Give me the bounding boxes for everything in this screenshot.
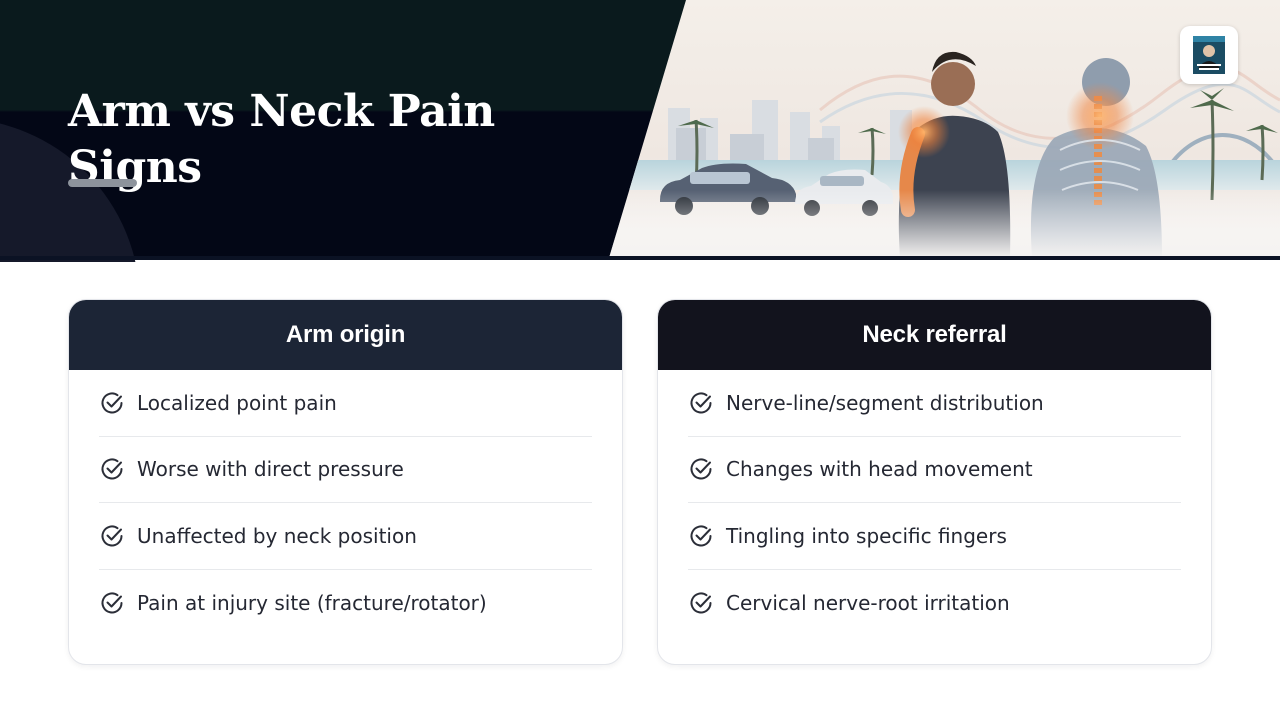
list-item: Nerve-line/segment distribution	[688, 370, 1181, 437]
item-text: Pain at injury site (fracture/rotator)	[137, 590, 487, 615]
item-text: Nerve-line/segment distribution	[726, 390, 1044, 415]
item-text: Tingling into specific fingers	[726, 523, 1007, 548]
check-circle-icon	[101, 525, 123, 547]
hero-illustration	[609, 0, 1280, 258]
list-item: Changes with head movement	[688, 437, 1181, 503]
check-circle-icon	[690, 458, 712, 480]
item-text: Cervical nerve-root irritation	[726, 590, 1010, 615]
neck-referral-list: Nerve-line/segment distribution Changes …	[658, 370, 1211, 636]
list-item: Localized point pain	[99, 370, 592, 437]
list-item: Tingling into specific fingers	[688, 503, 1181, 570]
check-circle-icon	[101, 592, 123, 614]
check-circle-icon	[690, 392, 712, 414]
check-circle-icon	[101, 392, 123, 414]
collision-and-pain-illustration	[609, 0, 1280, 258]
header-banner: Arm vs Neck Pain Signs	[0, 0, 1280, 262]
arm-origin-list: Localized point pain Worse with direct p…	[69, 370, 622, 636]
list-item: Cervical nerve-root irritation	[688, 570, 1181, 637]
logo-badge[interactable]	[1180, 26, 1238, 84]
card-neck-referral: Neck referral Nerve-line/segment distrib…	[657, 299, 1212, 665]
check-circle-icon	[690, 592, 712, 614]
portrait-book-cover-icon	[1193, 36, 1225, 74]
list-item: Unaffected by neck position	[99, 503, 592, 570]
list-item: Pain at injury site (fracture/rotator)	[99, 570, 592, 637]
check-circle-icon	[101, 458, 123, 480]
list-item: Worse with direct pressure	[99, 437, 592, 503]
card-header-arm-origin: Arm origin	[69, 300, 622, 370]
item-text: Worse with direct pressure	[137, 457, 404, 482]
card-arm-origin: Arm origin Localized point pain Worse wi…	[68, 299, 623, 665]
check-circle-icon	[690, 525, 712, 547]
title-accent-bar	[68, 179, 137, 187]
item-text: Localized point pain	[137, 390, 337, 415]
page-title: Arm vs Neck Pain Signs	[68, 86, 495, 193]
card-header-neck-referral: Neck referral	[658, 300, 1211, 370]
header-divider	[0, 256, 1280, 260]
item-text: Unaffected by neck position	[137, 523, 417, 548]
item-text: Changes with head movement	[726, 457, 1033, 482]
